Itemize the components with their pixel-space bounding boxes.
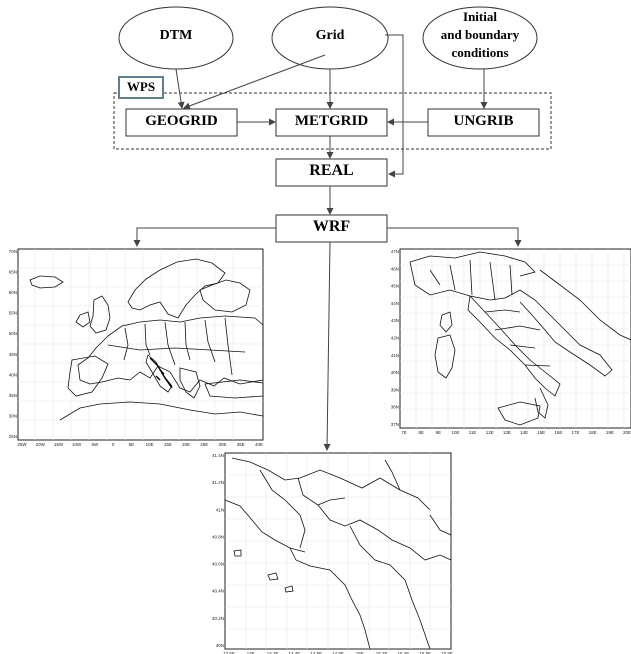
italy-y-tick: 45N xyxy=(391,284,399,289)
campania-x-tick: 15.6E xyxy=(419,651,431,654)
europe-x-tick: 35E xyxy=(237,442,245,447)
europe-y-tick: 35N xyxy=(9,393,17,398)
europe-map: 25W 20W 15W 10W 5W 0 5E 10E 15E 20E 25E 30E 35E 40E 7… xyxy=(9,248,264,447)
italy-y-tick: 43N xyxy=(391,318,399,323)
ibc-label-line-1: Initial xyxy=(463,9,497,24)
italy-y-tick: 42N xyxy=(391,336,399,341)
geogrid-label: GEOGRID xyxy=(145,113,218,129)
italy-y-tick: 47N xyxy=(391,249,399,254)
europe-y-tick: 55N xyxy=(9,311,17,316)
campania-y-tick: 41.2N xyxy=(212,480,224,485)
ibc-ellipse xyxy=(422,6,538,70)
europe-x-tick: 40E xyxy=(255,442,263,447)
europe-y-tick: 50N xyxy=(9,331,17,336)
italy-x-tick: 15E xyxy=(537,430,545,435)
metgrid-label: METGRID xyxy=(294,113,369,129)
italy-y-tick: 38N xyxy=(391,405,399,410)
italy-x-tick: 14E xyxy=(520,430,528,435)
campania-y-tick: 41.4N xyxy=(212,453,224,458)
italy-x-tick: 16E xyxy=(554,430,562,435)
real-box xyxy=(275,158,388,187)
campania-y-tick: 41N xyxy=(216,507,224,512)
italy-y-tick: 39N xyxy=(391,387,399,392)
italy-x-tick: 11E xyxy=(469,430,477,435)
europe-x-tick: 15W xyxy=(54,442,64,447)
campania-y-tick: 40N xyxy=(216,643,224,648)
europe-y-tick: 40N xyxy=(9,372,17,377)
wrf-label: WRF xyxy=(312,218,351,235)
europe-y-tick: 60N xyxy=(9,290,17,295)
europe-x-tick: 5W xyxy=(92,442,100,447)
europe-x-tick: 20W xyxy=(36,442,46,447)
italy-y-tick: 40N xyxy=(391,370,399,375)
italy-y-tick: 46N xyxy=(391,266,399,271)
campania-map: 13.6E 14E 14.2E 14.4E 14.6E 14.8E 15E 15.2E 15.4… xyxy=(212,452,453,654)
europe-y-tick: 25N xyxy=(9,434,17,439)
ibc-label-line-3: conditions xyxy=(451,45,509,60)
metgrid-box xyxy=(275,108,388,137)
italy-x-tick: 9E xyxy=(436,430,442,435)
italy-x-tick: 13E xyxy=(503,430,511,435)
europe-x-tick: 10W xyxy=(72,442,82,447)
ungrib-label: UNGRIB xyxy=(453,113,514,129)
italy-x-ticks: 7E 8E 9E 10E 11E 12E 13E 14E 15E 16E 17E 18E 19E 20E xyxy=(401,430,631,435)
campania-y-ticks: 41.4N 41.2N 41N 40.8N 40.6N 40.4N 40.2N 40N xyxy=(212,453,224,648)
europe-x-tick: 20E xyxy=(182,442,190,447)
wps-label: WPS xyxy=(126,79,156,94)
campania-x-tick: 15.8E xyxy=(441,651,453,654)
ibc-label-line-2: and boundary xyxy=(440,27,520,42)
connector-lines xyxy=(133,34,522,451)
europe-x-ticks: 25W 20W 15W 10W 5W 0 5E 10E 15E 20E 25E 30E 35E 40E xyxy=(17,442,263,447)
italy-x-tick: 8E xyxy=(418,430,424,435)
italy-y-tick: 44N xyxy=(391,301,399,306)
dtm-label: DTM xyxy=(159,28,193,43)
campania-x-tick: 14.6E xyxy=(310,651,322,654)
italy-x-tick: 19E xyxy=(606,430,614,435)
campania-x-tick: 15.4E xyxy=(398,651,410,654)
campania-x-tick: 14.8E xyxy=(332,651,344,654)
campania-y-tick: 40.8N xyxy=(212,534,224,539)
campania-x-ticks: 13.6E 14E 14.2E 14.4E 14.6E 14.8E 15E 15.2E 15.4… xyxy=(223,651,453,654)
ibc-label: Initial and boundary conditions xyxy=(425,8,535,62)
campania-x-tick: 14E xyxy=(247,651,255,654)
europe-y-tick: 30N xyxy=(9,413,17,418)
campania-x-tick: 13.6E xyxy=(223,651,235,654)
italy-x-tick: 17E xyxy=(572,430,580,435)
wps-frame xyxy=(113,92,552,150)
europe-x-tick: 0 xyxy=(112,442,115,447)
italy-y-tick: 37N xyxy=(391,422,399,427)
campania-x-tick: 14.2E xyxy=(267,651,279,654)
italy-x-tick: 12E xyxy=(486,430,494,435)
italy-x-tick: 10E xyxy=(451,430,459,435)
europe-x-tick: 10E xyxy=(146,442,154,447)
campania-y-tick: 40.4N xyxy=(212,589,224,594)
campania-x-tick: 15E xyxy=(356,651,364,654)
europe-x-tick: 30E xyxy=(219,442,227,447)
europe-x-tick: 5E xyxy=(129,442,135,447)
wps-label-box xyxy=(118,76,164,99)
campania-y-tick: 40.6N xyxy=(212,562,224,567)
italy-x-tick: 20E xyxy=(623,430,631,435)
campania-x-tick: 14.4E xyxy=(289,651,301,654)
italy-x-tick: 7E xyxy=(401,430,407,435)
europe-y-ticks: 70N 65N 60N 55N 50N 45N 40N 35N 30N 25N xyxy=(9,249,17,439)
italy-y-tick: 41N xyxy=(391,353,399,358)
italy-y-ticks: 47N 46N 45N 44N 43N 42N 41N 40N 39N 38N 37N xyxy=(391,249,399,427)
europe-y-tick: 70N xyxy=(9,249,17,254)
europe-y-tick: 45N xyxy=(9,352,17,357)
real-label: REAL xyxy=(309,162,354,179)
campania-x-tick: 15.2E xyxy=(376,651,388,654)
grid-label: Grid xyxy=(315,28,345,43)
europe-x-tick: 25E xyxy=(200,442,208,447)
europe-y-tick: 65N xyxy=(9,270,17,275)
europe-x-tick: 25W xyxy=(17,442,27,447)
italy-x-tick: 18E xyxy=(589,430,597,435)
campania-y-tick: 40.2N xyxy=(212,616,224,621)
europe-x-tick: 15E xyxy=(164,442,172,447)
